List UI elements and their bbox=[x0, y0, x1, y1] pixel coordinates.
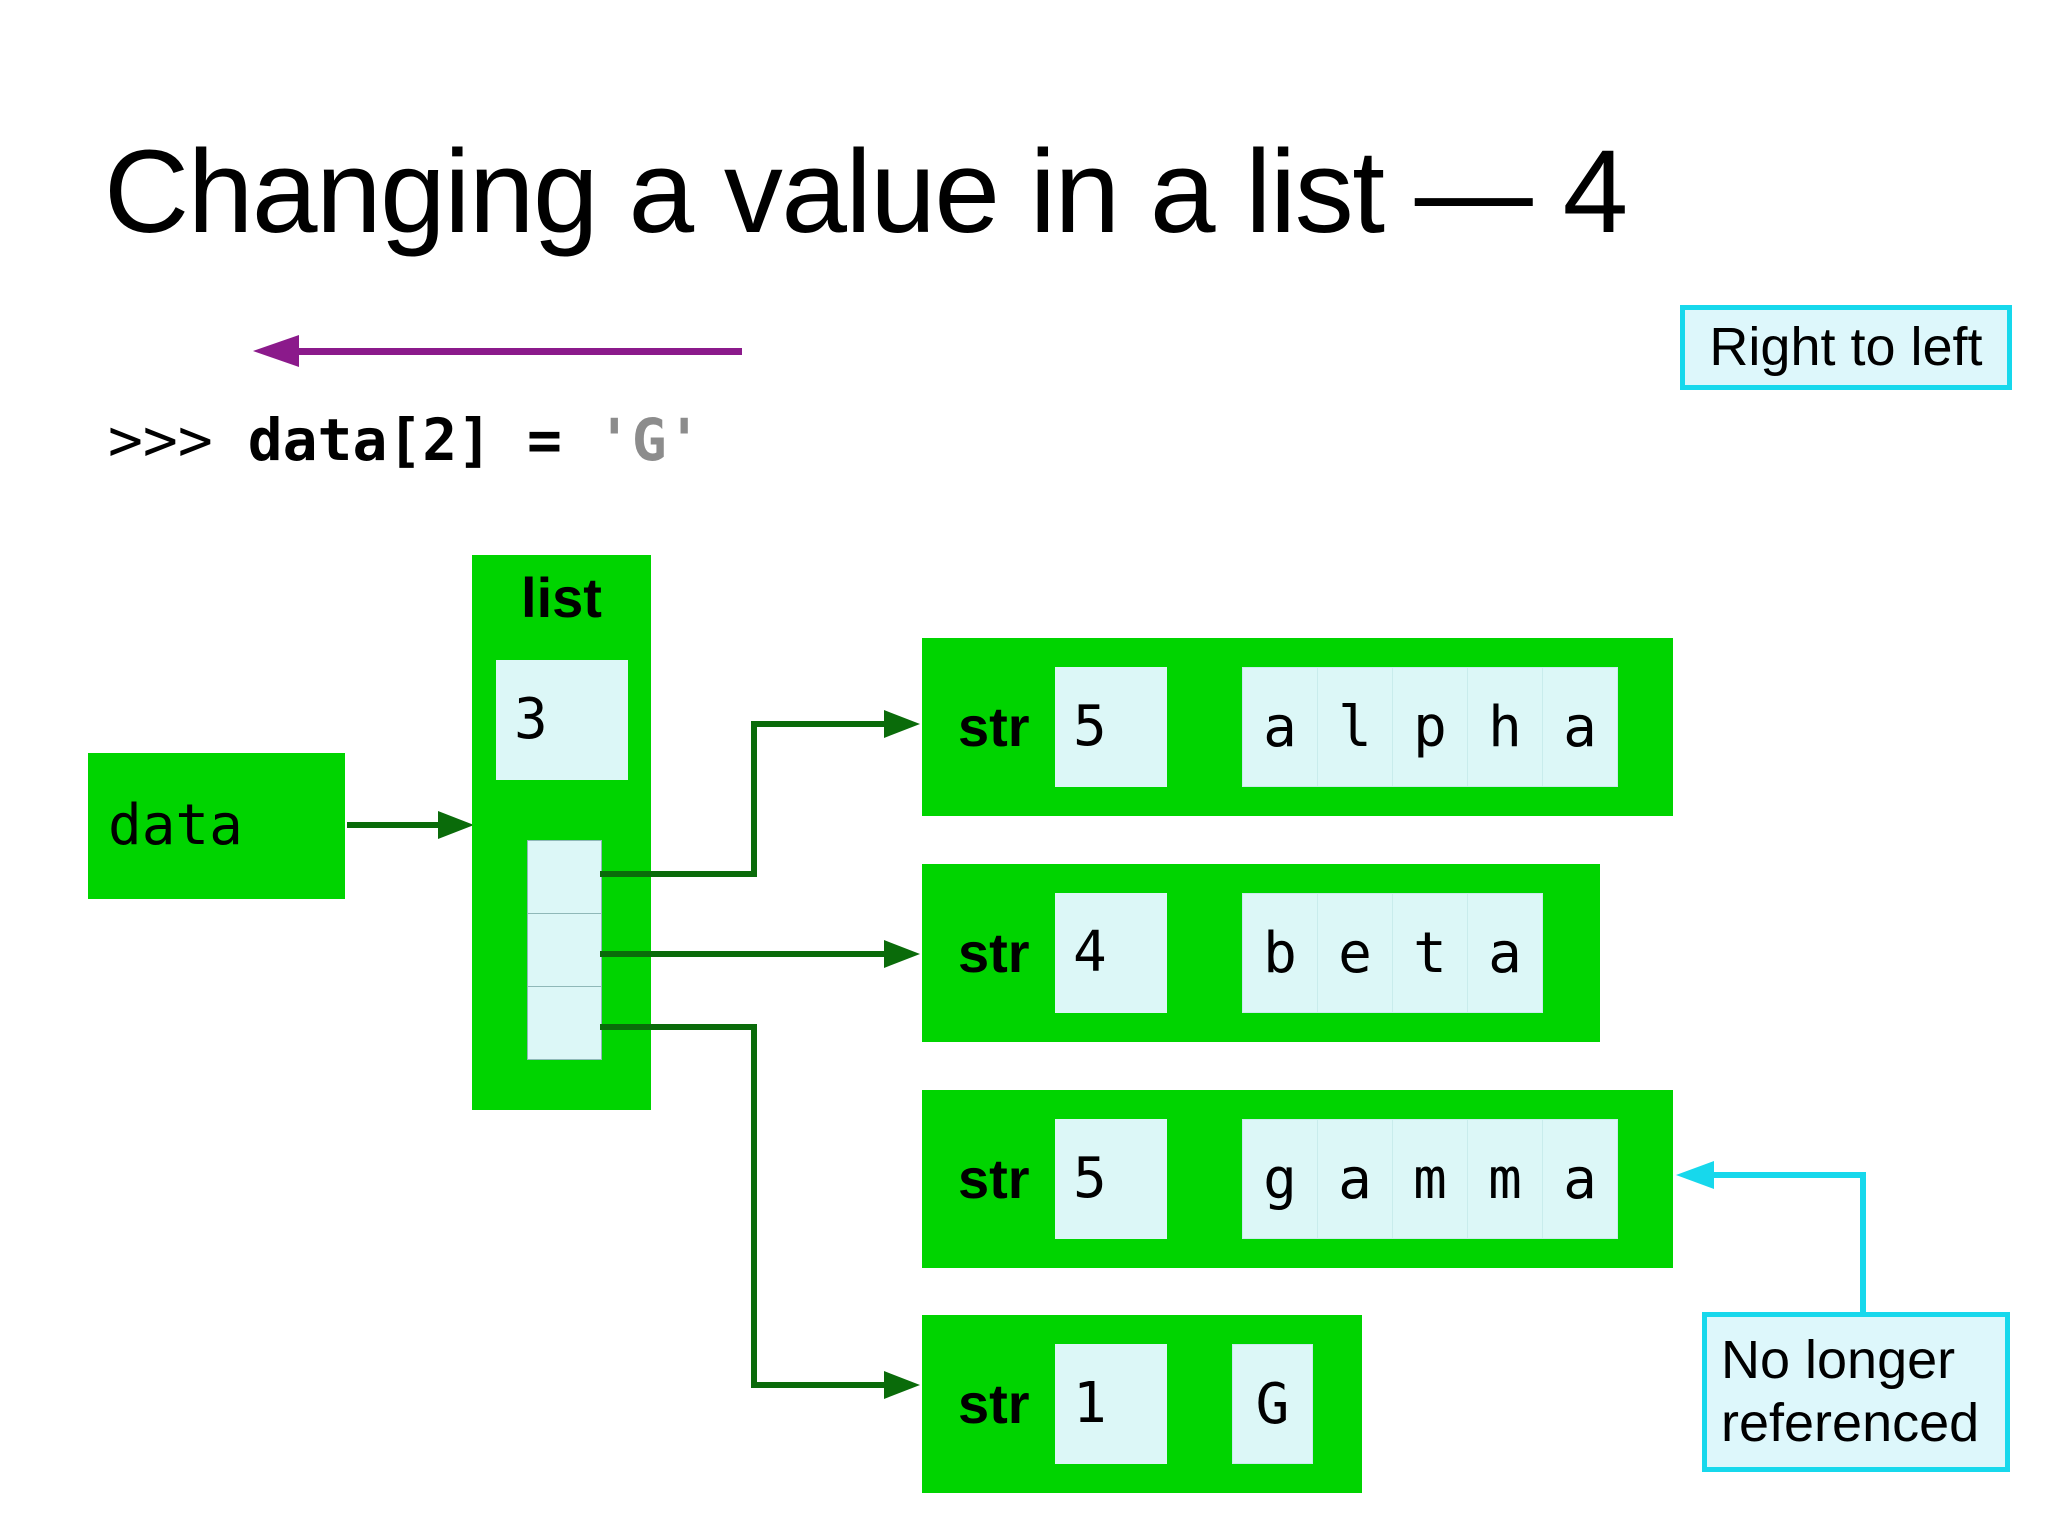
no-longer-referenced-badge: No longer referenced bbox=[1702, 1312, 2010, 1472]
list-slot-stack bbox=[527, 840, 602, 1060]
page-title: Changing a value in a list — 4 bbox=[104, 126, 1628, 258]
data-to-list-arrow-shaft bbox=[347, 822, 442, 828]
str-object-g: str 1 G bbox=[922, 1315, 1362, 1493]
slot2-arrow-seg1 bbox=[600, 1024, 757, 1030]
data-to-list-arrowhead-icon bbox=[438, 811, 474, 839]
char-cell: t bbox=[1392, 893, 1468, 1013]
str-type-label: str bbox=[958, 1372, 1030, 1435]
code-value: 'G' bbox=[596, 406, 702, 474]
slot0-arrow-seg1 bbox=[600, 871, 757, 877]
str-type-label: str bbox=[958, 695, 1030, 758]
char-cell: a bbox=[1542, 667, 1618, 787]
char-cell: a bbox=[1242, 667, 1318, 787]
callout-line2: referenced bbox=[1721, 1393, 1980, 1453]
char-cell: m bbox=[1392, 1119, 1468, 1239]
str-length-cell: 5 bbox=[1055, 1119, 1167, 1239]
slot0-arrow-seg2 bbox=[751, 721, 757, 877]
char-cell: b bbox=[1242, 893, 1318, 1013]
char-cell: l bbox=[1317, 667, 1393, 787]
char-cell: p bbox=[1392, 667, 1468, 787]
char-cell: G bbox=[1232, 1344, 1313, 1464]
char-cell: a bbox=[1467, 893, 1543, 1013]
cyan-arrow-seg1 bbox=[1710, 1172, 1866, 1178]
char-cell: h bbox=[1467, 667, 1543, 787]
cyan-arrowhead-icon bbox=[1676, 1161, 1714, 1189]
slot0-arrowhead-icon bbox=[884, 710, 920, 738]
callout-line1: No longer bbox=[1721, 1330, 1956, 1390]
code-statement: data[2] = bbox=[247, 406, 597, 474]
char-cell: e bbox=[1317, 893, 1393, 1013]
variable-box-data: data bbox=[88, 753, 345, 899]
char-cell: a bbox=[1542, 1119, 1618, 1239]
slot2-arrowhead-icon bbox=[884, 1371, 920, 1399]
purple-arrowhead-icon bbox=[253, 335, 299, 367]
str-type-label: str bbox=[958, 1147, 1030, 1210]
list-slot-2 bbox=[527, 986, 602, 1060]
str-length-cell: 1 bbox=[1055, 1344, 1167, 1464]
slot1-arrow-shaft bbox=[600, 951, 884, 957]
slot0-arrow-seg3 bbox=[751, 721, 886, 727]
cyan-arrow-seg2 bbox=[1860, 1172, 1866, 1314]
slot2-arrow-seg2 bbox=[751, 1024, 757, 1388]
char-cells: g a m m a bbox=[1242, 1119, 1618, 1239]
slot2-arrow-seg3 bbox=[751, 1382, 884, 1388]
char-cells: b e t a bbox=[1242, 893, 1543, 1013]
list-type-label: list bbox=[521, 566, 602, 629]
char-cell: a bbox=[1317, 1119, 1393, 1239]
str-object-alpha: str 5 a l p h a bbox=[922, 638, 1673, 816]
char-cells: G bbox=[1232, 1344, 1313, 1464]
str-length-cell: 5 bbox=[1055, 667, 1167, 787]
purple-arrow-shaft bbox=[292, 348, 742, 355]
char-cells: a l p h a bbox=[1242, 667, 1618, 787]
char-cell: g bbox=[1242, 1119, 1318, 1239]
str-type-label: str bbox=[958, 921, 1030, 984]
code-line: >>> data[2] = 'G' bbox=[108, 407, 702, 474]
str-length-cell: 4 bbox=[1055, 893, 1167, 1013]
str-object-gamma: str 5 g a m m a bbox=[922, 1090, 1673, 1268]
list-slot-1 bbox=[527, 913, 602, 987]
right-to-left-badge: Right to left bbox=[1680, 305, 2012, 390]
str-object-beta: str 4 b e t a bbox=[922, 864, 1600, 1042]
list-object-box: list 3 bbox=[472, 555, 651, 1110]
code-prompt: >>> bbox=[108, 406, 248, 474]
char-cell: m bbox=[1467, 1119, 1543, 1239]
slot1-arrowhead-icon bbox=[884, 940, 920, 968]
list-slot-0 bbox=[527, 840, 602, 914]
list-length-cell: 3 bbox=[496, 660, 628, 780]
